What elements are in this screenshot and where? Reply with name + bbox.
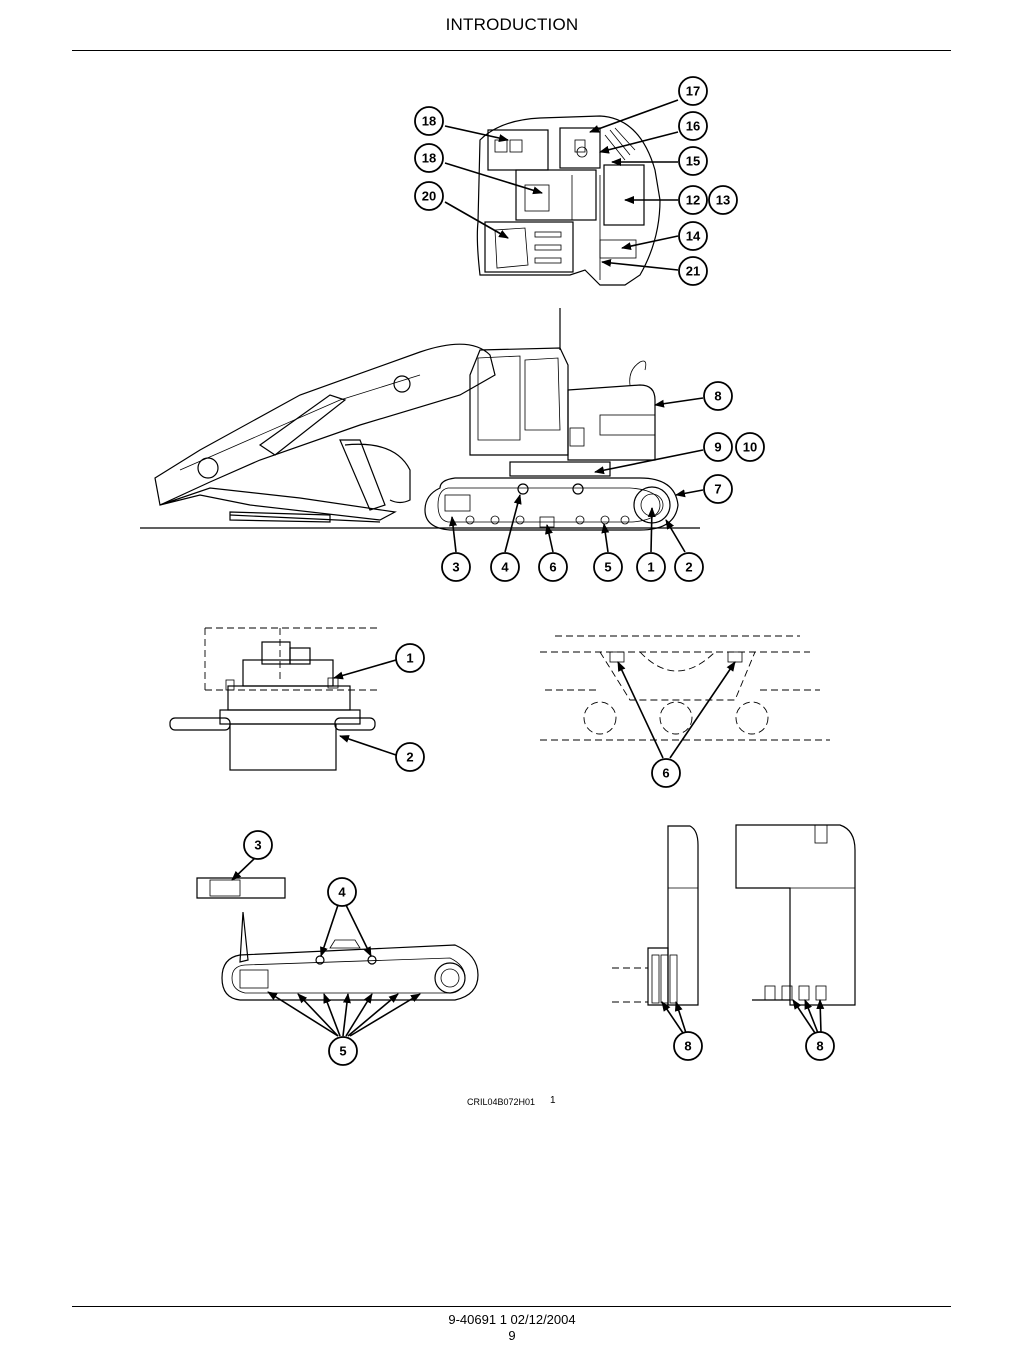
callout-13: 13 xyxy=(708,185,738,215)
page-header-title: INTRODUCTION xyxy=(445,15,579,34)
svg-text:3: 3 xyxy=(452,560,459,575)
leader-arrows xyxy=(231,99,825,1037)
figure-reference-code: CRIL04B072H01 xyxy=(467,1097,536,1107)
svg-text:16: 16 xyxy=(686,119,700,134)
svg-text:6: 6 xyxy=(662,766,669,781)
callout-12: 12 xyxy=(678,185,708,215)
svg-text:9: 9 xyxy=(714,440,721,455)
callout-4: 4 xyxy=(490,552,520,582)
callout-6: 6 xyxy=(538,552,568,582)
svg-text:15: 15 xyxy=(686,154,700,169)
svg-text:20: 20 xyxy=(422,189,436,204)
callout-3: 3 xyxy=(441,552,471,582)
svg-text:4: 4 xyxy=(338,885,346,900)
page-number: 9 xyxy=(508,1328,516,1343)
svg-text:8: 8 xyxy=(684,1039,691,1054)
svg-text:14: 14 xyxy=(686,229,701,244)
figure-number: 1 xyxy=(550,1095,556,1106)
svg-text:13: 13 xyxy=(716,193,730,208)
callout-1: 1 xyxy=(636,552,666,582)
callout-8: 8 xyxy=(703,381,733,411)
header-rule xyxy=(72,50,951,51)
track-frame-drawing xyxy=(540,635,830,741)
footer-rule xyxy=(72,1306,951,1307)
svg-text:17: 17 xyxy=(686,84,700,99)
svg-text:2: 2 xyxy=(406,750,413,765)
svg-text:1: 1 xyxy=(647,560,654,575)
svg-text:5: 5 xyxy=(604,560,611,575)
callout-17: 17 xyxy=(678,76,708,106)
svg-text:7: 7 xyxy=(714,482,721,497)
svg-text:2: 2 xyxy=(685,560,692,575)
svg-text:8: 8 xyxy=(714,389,721,404)
callout-9: 9 xyxy=(703,432,733,462)
callout-14: 14 xyxy=(678,221,708,251)
callout-counterweight-8-b: 8 xyxy=(805,1031,835,1061)
callout-7: 7 xyxy=(703,474,733,504)
callout-motor-2: 2 xyxy=(395,742,425,772)
svg-text:12: 12 xyxy=(686,193,700,208)
callout-20: 20 xyxy=(414,181,444,211)
svg-text:3: 3 xyxy=(254,838,261,853)
callout-5: 5 xyxy=(593,552,623,582)
svg-text:5: 5 xyxy=(339,1044,346,1059)
counterweight-drawing xyxy=(612,824,856,1006)
svg-text:1: 1 xyxy=(406,651,413,666)
svg-text:10: 10 xyxy=(743,440,757,455)
side-view-drawing xyxy=(140,308,700,531)
callout-track-3: 3 xyxy=(243,830,273,860)
callout-track-5: 5 xyxy=(328,1036,358,1066)
svg-text:18: 18 xyxy=(422,151,436,166)
callout-21: 21 xyxy=(678,256,708,286)
callout-10: 10 xyxy=(735,432,765,462)
callout-2: 2 xyxy=(674,552,704,582)
callout-18-b: 18 xyxy=(414,143,444,173)
callout-15: 15 xyxy=(678,146,708,176)
callout-frame-6: 6 xyxy=(651,758,681,788)
svg-text:4: 4 xyxy=(501,560,509,575)
callout-counterweight-8-a: 8 xyxy=(673,1031,703,1061)
track-assembly-drawing xyxy=(196,877,479,1001)
svg-text:21: 21 xyxy=(686,264,700,279)
callout-18-a: 18 xyxy=(414,106,444,136)
footer-reference: 9-40691 1 02/12/2004 xyxy=(448,1312,576,1327)
callout-motor-1: 1 xyxy=(395,643,425,673)
callout-16: 16 xyxy=(678,111,708,141)
svg-text:18: 18 xyxy=(422,114,436,129)
callout-track-4: 4 xyxy=(327,877,357,907)
svg-text:8: 8 xyxy=(816,1039,823,1054)
travel-motor-drawing xyxy=(169,627,380,771)
svg-text:6: 6 xyxy=(549,560,556,575)
